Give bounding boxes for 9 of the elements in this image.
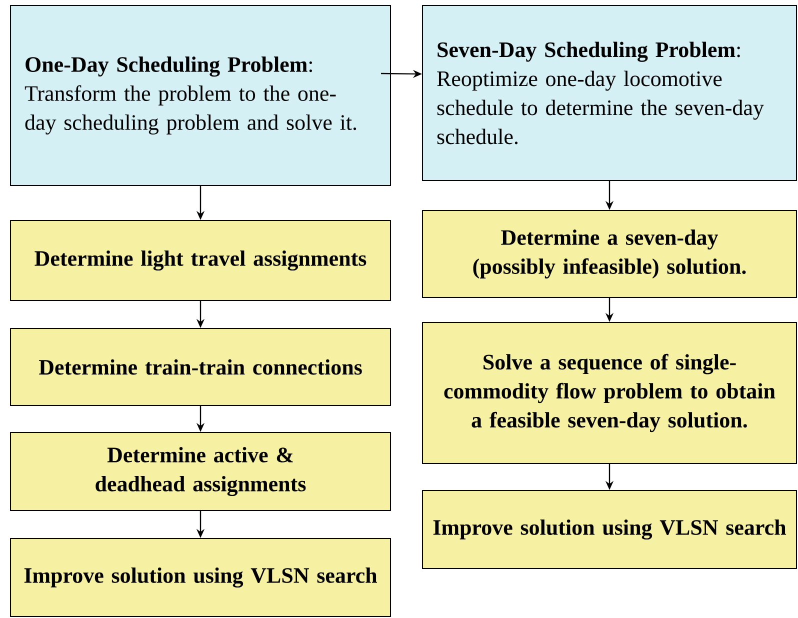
problem-box: One-Day Scheduling Problem: Transform the problem to the one-day scheduling problem and solve it. [10, 5, 391, 186]
problem-box: Seven-Day Scheduling Problem: Reoptimize one-day locomotive schedule to determine the seven-day schedule. [422, 5, 797, 181]
step-box: Determine light travel assignments [10, 220, 391, 301]
step-box: Determine train-train connections [10, 328, 391, 406]
step-box: Determine a seven-day (possibly infeasible) solution. [422, 210, 797, 298]
step-box: Solve a sequence of single-commodity flow problem to obtain a feasible seven-day solution. [422, 322, 797, 464]
step-box: Improve solution using VLSN search [10, 538, 391, 617]
step-box: Improve solution using VLSN search [422, 490, 797, 569]
step-box: Determine active & deadhead assignments [10, 432, 391, 511]
